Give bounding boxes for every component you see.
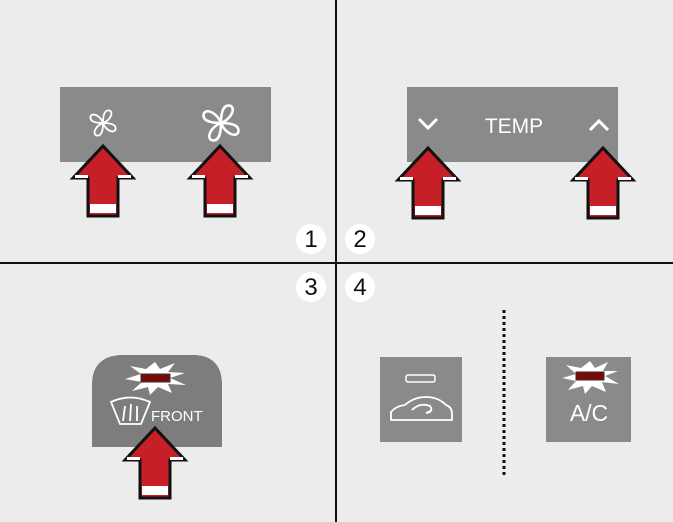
recirculation-indicator [405,374,436,383]
svg-text:2: 2 [353,226,366,253]
quadrant-number-3: 3 [296,272,326,302]
chevron-down-icon[interactable] [417,117,439,131]
ac-indicator [575,371,605,381]
svg-text:3: 3 [304,274,317,301]
temperature-panel [407,87,618,162]
quadrant-number-2: 2 [345,224,375,254]
quadrant-number-1: 1 [296,224,326,254]
front-defrost-indicator [140,373,171,383]
svg-text:1: 1 [304,226,317,253]
ac-indicator-lit-glow [562,361,619,394]
fan-speed-panel [60,87,271,162]
front-label: FRONT [151,408,203,425]
indicator-lit-glow [125,362,186,395]
chevron-up-icon[interactable] [588,118,610,132]
front-defrost-icon [109,396,152,425]
recirculation-button[interactable] [380,357,462,442]
quadrant-number-4: 4 [345,272,375,302]
ac-label: A/C [570,400,608,426]
svg-text:4: 4 [353,274,366,301]
recirculation-car-icon [390,396,453,421]
temp-label: TEMP [485,115,543,138]
